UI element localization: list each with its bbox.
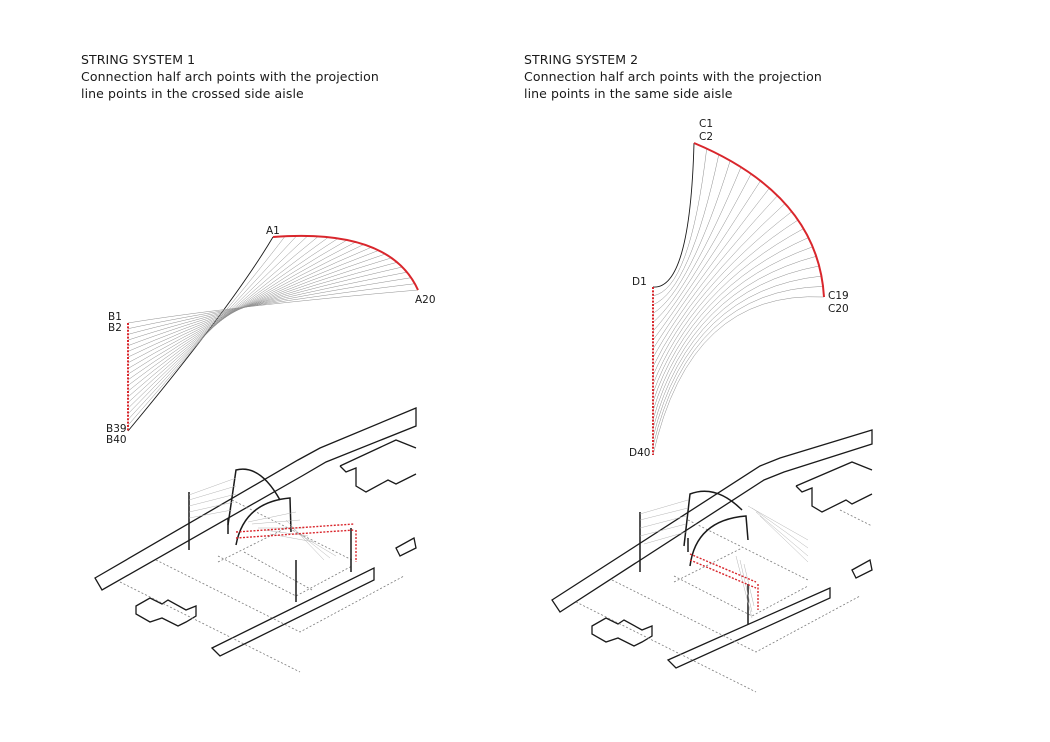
s2-strings-string bbox=[652, 246, 813, 411]
system2-caption: STRING SYSTEM 2 Connection half arch poi… bbox=[524, 51, 822, 102]
system1-floor-grid bbox=[119, 499, 405, 673]
system1-pier-right bbox=[395, 536, 417, 557]
system2-axo-projection bbox=[689, 553, 759, 610]
s2-strings-string bbox=[652, 275, 822, 438]
system1-string-diagram: A1 A20 B1 B2 B39 B40 bbox=[106, 225, 436, 446]
system2-wall-lower bbox=[666, 586, 831, 669]
s2-strings-string bbox=[652, 219, 799, 385]
system1-wall-upper bbox=[94, 407, 417, 591]
label-c19: C19 bbox=[828, 290, 849, 302]
label-a20: A20 bbox=[415, 294, 436, 306]
s1-strings-string bbox=[127, 236, 286, 426]
system1-axonometric-view bbox=[94, 407, 417, 673]
s1-strings-string bbox=[127, 236, 329, 403]
s1-strings-string bbox=[127, 238, 339, 398]
s2-strings-string bbox=[652, 142, 695, 288]
s1-strings-string bbox=[127, 277, 412, 335]
s1-strings-string bbox=[127, 266, 403, 346]
label-c2: C2 bbox=[699, 131, 713, 143]
s1-strings-string bbox=[127, 236, 274, 432]
s2-strings-string bbox=[652, 296, 825, 456]
system2-axonometric-view bbox=[551, 429, 873, 693]
s1-strings-string bbox=[127, 236, 319, 409]
s2-strings-string bbox=[652, 187, 770, 350]
system1-posts bbox=[188, 492, 352, 602]
system1-caption: STRING SYSTEM 1 Connection half arch poi… bbox=[81, 51, 379, 102]
s2-strings-string bbox=[652, 203, 786, 367]
system2-wall-upper bbox=[551, 429, 873, 613]
s2-strings-string bbox=[652, 167, 742, 323]
s2-strings-string bbox=[652, 228, 804, 394]
system2-arch-front bbox=[689, 515, 749, 567]
system1-wall-upper-right bbox=[339, 439, 417, 493]
system2-pier-right bbox=[851, 558, 873, 579]
s2-strings-string bbox=[652, 173, 752, 332]
s2-strings-string bbox=[652, 286, 824, 447]
system1-description-line1: Connection half arch points with the pro… bbox=[81, 69, 379, 84]
system1-description-line2: line points in the crossed side aisle bbox=[81, 86, 304, 101]
s2-strings-string bbox=[652, 265, 820, 429]
system2-string-diagram: C1 C2 C19 C20 D1 D40 bbox=[629, 118, 849, 459]
s1-strings-string bbox=[127, 271, 407, 341]
system2-posts bbox=[639, 512, 749, 624]
label-b1: B1 bbox=[108, 311, 122, 323]
s2-strings-string bbox=[652, 195, 778, 358]
s2-strings-string bbox=[652, 237, 809, 402]
s1-strings-string bbox=[127, 235, 308, 415]
s2-strings-string bbox=[652, 180, 761, 341]
system2-title: STRING SYSTEM 2 bbox=[524, 52, 639, 67]
label-d40: D40 bbox=[629, 447, 650, 459]
system2-pier-left bbox=[591, 617, 653, 647]
label-b2: B2 bbox=[108, 322, 122, 334]
system2-axo-strings bbox=[639, 499, 809, 619]
system2-arch-rear bbox=[683, 490, 743, 547]
system1-strings bbox=[127, 235, 419, 432]
s2-strings-string bbox=[652, 148, 707, 297]
system1-arch-rear bbox=[227, 468, 281, 526]
label-d1: D1 bbox=[632, 276, 647, 288]
s1-strings-string bbox=[127, 289, 419, 324]
label-a1: A1 bbox=[266, 225, 280, 237]
s2-strings-string bbox=[652, 256, 817, 420]
s2-strings-string bbox=[652, 154, 720, 305]
system1-half-arch bbox=[272, 234, 419, 291]
s1-strings-string bbox=[127, 246, 372, 375]
system1-pier-left bbox=[135, 597, 197, 627]
label-c1: C1 bbox=[699, 118, 713, 130]
system1-axo-projection bbox=[235, 523, 357, 562]
system2-wall-upper-right bbox=[795, 461, 873, 513]
s2-strings-string bbox=[652, 211, 792, 376]
s1-strings-string bbox=[127, 283, 415, 329]
system2-half-arch bbox=[693, 142, 825, 298]
label-b39: B39 bbox=[106, 423, 127, 435]
system1-title: STRING SYSTEM 1 bbox=[81, 52, 196, 67]
system2-floor-grid bbox=[575, 509, 873, 693]
system1-arch-front bbox=[235, 497, 292, 546]
system2-strings bbox=[652, 142, 825, 456]
label-b40: B40 bbox=[106, 434, 127, 446]
system1-axo-strings bbox=[188, 477, 337, 561]
system2-description-line1: Connection half arch points with the pro… bbox=[524, 69, 822, 84]
system2-description-line2: line points in the same side aisle bbox=[524, 86, 733, 101]
system1-wall-lower bbox=[210, 566, 375, 657]
label-c20: C20 bbox=[828, 303, 849, 315]
s2-strings-string bbox=[652, 160, 731, 314]
